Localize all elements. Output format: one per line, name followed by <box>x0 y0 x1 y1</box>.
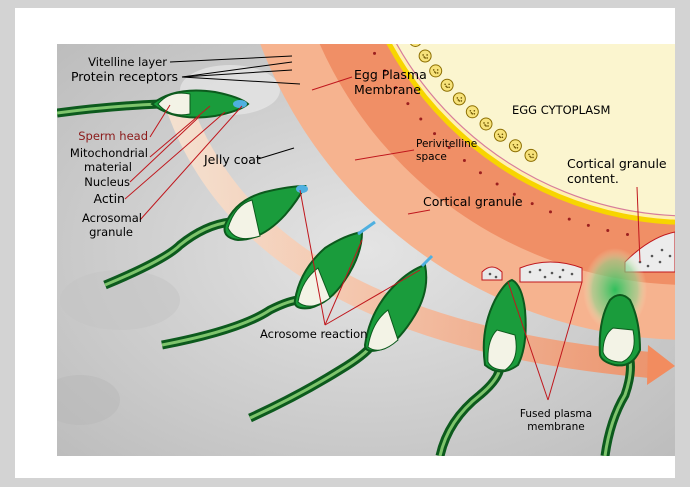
receptor-dot <box>419 118 422 121</box>
label-mitochondrial-1: Mitochondrial <box>70 146 148 160</box>
label-nucleus: Nucleus <box>84 175 130 189</box>
receptor-dot <box>531 202 534 205</box>
label-cortical-content-1: Cortical granule <box>567 156 667 171</box>
fertilization-diagram: Vitelline layer Protein receptors Egg Pl… <box>57 44 675 456</box>
label-acrosomal-1: Acrosomal <box>82 211 142 225</box>
receptor-dot <box>463 159 466 162</box>
label-acrosome-reaction: Acrosome reaction <box>260 327 367 341</box>
receptor-dot <box>433 132 436 135</box>
label-acrosomal-2: granule <box>89 225 133 239</box>
receptor-dot <box>373 52 376 55</box>
label-egg-plasma-membrane-2: Membrane <box>354 82 421 97</box>
label-actin: Actin <box>93 191 125 206</box>
label-perivitelline-2: space <box>416 151 447 163</box>
label-cortical-granule: Cortical granule <box>423 194 523 209</box>
label-protein-receptors: Protein receptors <box>71 69 178 84</box>
receptor-dot <box>496 182 499 185</box>
cortical-granule <box>509 140 521 152</box>
receptor-dot <box>568 218 571 221</box>
receptor-dot <box>606 229 609 232</box>
label-egg-cytoplasm: EGG CYTOPLASM <box>512 103 610 117</box>
cortical-granule <box>419 50 431 62</box>
cortical-granule <box>453 93 465 105</box>
receptor-dot <box>479 171 482 174</box>
cortical-granule <box>430 65 442 77</box>
cortical-granule <box>525 149 537 161</box>
label-fused-2: membrane <box>527 421 584 433</box>
receptor-dot <box>406 102 409 105</box>
label-cortical-content-2: content. <box>567 171 619 186</box>
label-fused-1: Fused plasma <box>520 408 592 420</box>
cortical-granule <box>494 129 506 141</box>
cortical-granule <box>466 106 478 118</box>
label-egg-plasma-membrane-1: Egg Plasma <box>354 67 427 82</box>
cortical-granule <box>480 118 492 130</box>
label-vitelline-layer: Vitelline layer <box>88 55 167 69</box>
label-perivitelline-1: Perivitelline <box>416 138 477 150</box>
receptor-dot <box>587 224 590 227</box>
label-mitochondrial-2: material <box>84 160 132 174</box>
label-jelly-coat: Jelly coat <box>203 152 261 167</box>
label-sperm-head: Sperm head <box>78 129 148 143</box>
cortical-granule <box>441 79 453 91</box>
receptor-dot <box>626 233 629 236</box>
receptor-dot <box>549 210 552 213</box>
